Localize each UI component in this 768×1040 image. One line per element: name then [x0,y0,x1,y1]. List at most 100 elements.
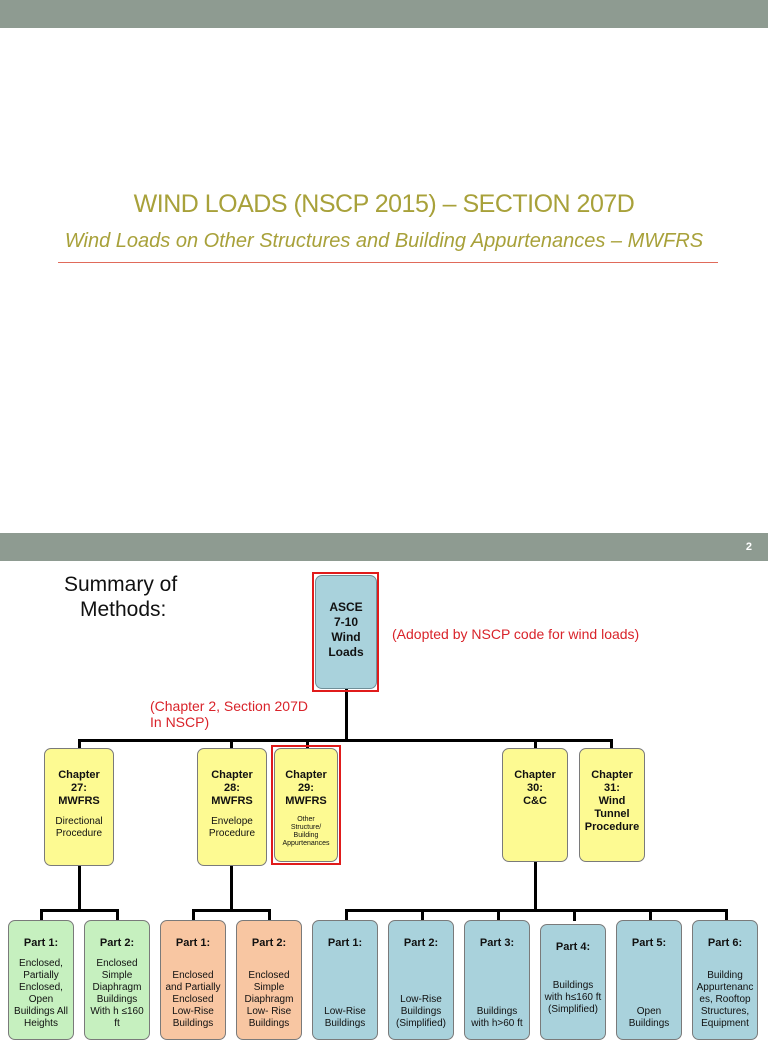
ch30-part-6-box: Part 6: Building Appurtenanc es, Rooftop… [692,920,758,1040]
chapter-29-line-2: 29: [298,782,314,794]
ch30-part-1-box: Part 1: Low-Rise Buildings [312,920,378,1040]
ch28-part-1-desc-2: and Partially [165,982,221,993]
note-chapter-line-2: In NSCP) [150,714,210,730]
chapter-29-line-3: MWFRS [285,795,327,807]
ch27-part-2-box: Part 2: Enclosed Simple Diaphragm Buildi… [84,920,150,1040]
note-chapter: (Chapter 2, Section 207D In NSCP) [150,698,308,730]
ch30-part-4-box: Part 4: Buildings with h≤160 ft (Simplif… [540,924,606,1040]
asce-root-box: ASCE 7-10 Wind Loads [315,575,377,689]
title-underline [58,262,718,263]
ch28-part-2-desc-5: Buildings [248,1018,290,1029]
chapter-28-line-1: Chapter [211,769,253,781]
connector-ch29 [306,739,309,749]
chapter-31-line-5: Procedure [584,821,640,833]
ch30-part-6-desc-5: Equipment [701,1018,749,1029]
top-bar [0,0,768,28]
ch30-part-2-head: Part 2: [403,937,439,949]
connector-chapter-bus [78,739,612,742]
connector-root-down [345,689,348,741]
ch30-part-3-desc-2: with h>60 ft [471,1018,523,1029]
ch28-part-2-desc-1: Enclosed [248,970,290,981]
ch30-part-6-desc-3: es, Rooftop [699,994,751,1005]
slide-number: 2 [745,541,752,553]
ch28-part-2-desc-2: Simple [253,982,285,993]
connector-ch30 [534,739,537,749]
ch27-part-2-desc-1: Enclosed [96,958,138,969]
connector-ch30-p1 [345,909,348,921]
chapter-27-line-1: Chapter [58,769,100,781]
chapter-28-line-2: 28: [224,782,240,794]
ch30-part-2-desc-2: Buildings [400,1006,442,1017]
ch30-part-6-desc-2: Appurtenanc [696,982,754,993]
connector-ch30-down [534,862,537,912]
chapter-30-line-1: Chapter [514,769,556,781]
ch30-part-3-desc-1: Buildings [476,1006,518,1017]
ch28-part-1-desc-1: Enclosed [172,970,214,981]
ch30-part-1-head: Part 1: [327,937,363,949]
connector-ch28-down [230,866,233,912]
note-chapter-line-1: (Chapter 2, Section 207D [150,698,308,714]
ch28-part-1-head: Part 1: [175,937,211,949]
connector-ch27-p1 [40,909,43,921]
ch27-part-1-desc-5: Buildings All [14,1006,68,1017]
ch27-part-2-head: Part 2: [99,937,135,949]
connector-ch28 [230,739,233,749]
connector-ch30-p3 [497,909,500,921]
connector-ch30-p4 [573,909,576,921]
ch28-part-1-box: Part 1: Enclosed and Partially Enclosed … [160,920,226,1040]
chapter-30-line-2: 30: [527,782,543,794]
chapter-27-desc-2: Procedure [55,828,103,839]
root-highlight [312,572,379,692]
chapter-31-line-1: Chapter [591,769,633,781]
connector-ch28-p2 [268,909,271,921]
ch28-part-2-desc-3: Diaphragm [244,994,294,1005]
connector-ch28-bus [192,909,270,912]
chapter-29-line-1: Chapter [285,769,327,781]
root-line-4: Loads [328,645,364,659]
chapter-28-desc-1: Envelope [211,816,253,827]
ch28-part-1-desc-5: Buildings [172,1018,214,1029]
chapter-30-box: Chapter 30: C&C [502,748,568,862]
chapter-28-box: Chapter 28: MWFRS Envelope Procedure [197,748,267,866]
ch30-part-4-desc-1: Buildings [552,980,594,991]
ch30-part-2-desc-3: (Simplified) [395,1018,446,1029]
chapter-29-desc-2: Structure/ [290,824,322,831]
ch30-part-5-box: Part 5: Open Buildings [616,920,682,1040]
ch30-part-3-head: Part 3: [479,937,515,949]
connector-ch30-p5 [649,909,652,921]
summary-heading: Summary of Methods: [64,572,177,622]
slide-title: WIND LOADS (NSCP 2015) – SECTION 207D [133,190,635,218]
ch27-part-1-desc-4: Open [28,994,54,1005]
ch30-part-2-desc-1: Low-Rise [400,994,442,1005]
chapter-27-line-3: MWFRS [58,795,100,807]
chapter-28-line-3: MWFRS [211,795,253,807]
ch30-part-4-head: Part 4: [555,941,591,953]
chapter-31-line-2: 31: [604,782,620,794]
ch28-part-1-desc-4: Low-Rise [172,1006,214,1017]
ch27-part-2-desc-5: With h ≤160 [90,1006,144,1017]
ch27-part-2-desc-3: Diaphragm [92,982,142,993]
ch30-part-5-desc-2: Buildings [628,1018,670,1029]
summary-line-2: Methods: [80,598,167,621]
ch27-part-2-desc-4: Buildings [96,994,138,1005]
ch27-part-1-box: Part 1: Enclosed, Partially Enclosed, Op… [8,920,74,1040]
connector-ch27-bus [40,909,118,912]
root-line-1: ASCE [329,600,363,614]
connector-ch30-p6 [725,909,728,921]
chapter-29-desc-1: Other [297,816,315,823]
chapter-31-line-4: Tunnel [594,808,630,820]
chapter-31-box: Chapter 31: Wind Tunnel Procedure [579,748,645,862]
ch30-part-6-desc-1: Building [707,970,743,981]
slide2-header-bar: 2 [0,533,768,561]
ch28-part-2-head: Part 2: [251,937,287,949]
ch30-part-6-desc-4: Structures, [700,1006,750,1017]
chapter-29-highlight [271,745,341,865]
ch30-part-2-box: Part 2: Low-Rise Buildings (Simplified) [388,920,454,1040]
note-adopted: (Adopted by NSCP code for wind loads) [392,626,640,642]
connector-ch27-down [78,866,81,912]
chapter-27-box: Chapter 27: MWFRS Directional Procedure [44,748,114,866]
ch27-part-2-desc-2: Simple [101,970,133,981]
chapter-27-desc-1: Directional [55,816,103,827]
chapter-31-line-3: Wind [598,795,626,807]
connector-ch27 [78,739,81,749]
